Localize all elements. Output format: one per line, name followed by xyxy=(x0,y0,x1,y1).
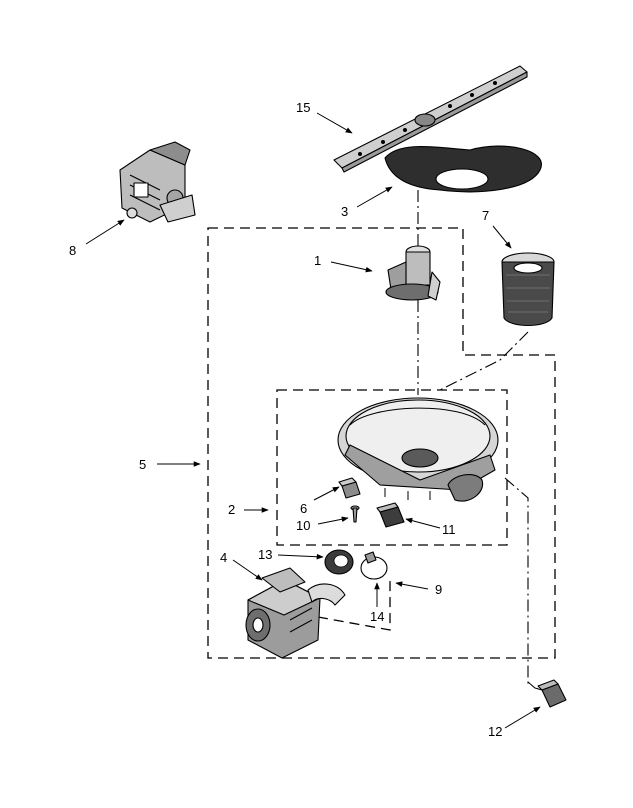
spray-arm-shield xyxy=(384,145,542,193)
callout-10: 10 xyxy=(296,518,310,533)
assembly-group-outline-5 xyxy=(207,227,556,659)
leader-7 xyxy=(492,225,512,249)
leader-10 xyxy=(317,516,349,525)
callout-11: 11 xyxy=(442,522,456,537)
leader-1 xyxy=(330,261,373,273)
grommet xyxy=(324,549,354,575)
assembly-group-outline-2 xyxy=(276,389,508,546)
callout-7: 7 xyxy=(482,208,489,223)
wash-arm-manifold xyxy=(385,245,441,301)
callout-6: 6 xyxy=(300,501,307,516)
leader-15 xyxy=(316,112,353,134)
callout-1: 1 xyxy=(314,253,321,268)
assembly-group-outline-9 xyxy=(317,580,391,631)
motor-assembly xyxy=(119,141,196,223)
leader-4 xyxy=(232,559,263,581)
leader-12 xyxy=(504,706,541,729)
leader-8 xyxy=(85,219,125,245)
callout-9: 9 xyxy=(435,582,442,597)
leader-13 xyxy=(277,553,324,560)
turbidity-sensor xyxy=(376,502,405,528)
callout-15: 15 xyxy=(296,100,310,115)
drain-connector xyxy=(527,679,567,708)
callout-14: 14 xyxy=(370,609,384,624)
callout-8: 8 xyxy=(69,243,76,258)
callout-4: 4 xyxy=(220,550,227,565)
centerline-drain xyxy=(504,477,529,685)
callout-5: 5 xyxy=(139,457,146,472)
leader-3 xyxy=(356,186,393,208)
centerline-filter xyxy=(439,331,529,391)
filter-assembly xyxy=(501,252,555,327)
leader-6 xyxy=(313,486,340,501)
check-valve xyxy=(338,477,361,499)
leader-9 xyxy=(395,581,429,590)
screw xyxy=(350,505,360,523)
upper-spray-arm xyxy=(333,65,528,173)
callout-3: 3 xyxy=(341,204,348,219)
pump-motor xyxy=(245,567,346,659)
sump-housing xyxy=(337,397,499,502)
callout-12: 12 xyxy=(488,724,502,739)
callout-2: 2 xyxy=(228,502,235,517)
hose-clamp xyxy=(360,551,388,580)
callout-13: 13 xyxy=(258,547,272,562)
leader-11 xyxy=(405,517,441,529)
